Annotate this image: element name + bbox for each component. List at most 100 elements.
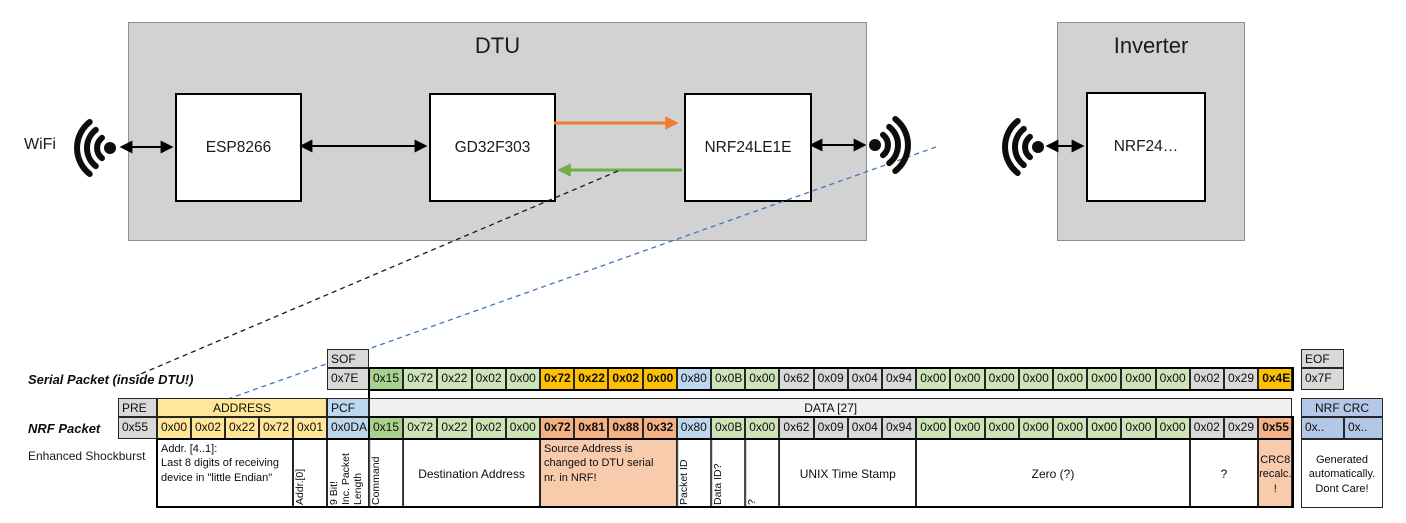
nrf-byte-cell: 0x55 — [1258, 417, 1293, 439]
nrf-byte-cell: 0x0B — [711, 417, 746, 439]
serial-byte-cell: 0x04 — [847, 368, 882, 390]
serial-sof-value: 0x7E — [327, 368, 369, 390]
serial-byte-cell: 0x02 — [471, 368, 506, 390]
annotation-source-address: Source Address is changed to DTU serial … — [540, 439, 677, 508]
nrf-crc-header: NRF CRC — [1301, 398, 1383, 417]
nrf-pcf-header: PCF — [327, 398, 369, 417]
serial-byte-cell: 0x62 — [779, 368, 814, 390]
nrf-byte-cell: 0x09 — [813, 417, 848, 439]
chip-esp8266: ESP8266 — [175, 93, 302, 202]
serial-byte-cell: 0x02 — [1189, 368, 1224, 390]
serial-byte-cell: 0x4E — [1258, 368, 1293, 390]
annotation-question2: ? — [1189, 439, 1259, 508]
serial-byte-cell: 0x00 — [505, 368, 540, 390]
chip-nrf24-inverter-label: NRF24… — [1113, 138, 1179, 155]
chip-nrf24-inverter: NRF24… — [1086, 92, 1206, 202]
serial-packet-label: Serial Packet (inside DTU!) — [28, 372, 194, 387]
serial-byte-cell: 0x00 — [1018, 368, 1053, 390]
nrf-byte-cell: 0x62 — [779, 417, 814, 439]
chip-esp8266-label: ESP8266 — [205, 138, 272, 156]
serial-byte-cell: 0x00 — [1087, 368, 1122, 390]
nrf-address-byte-cell: 0x00 — [157, 417, 191, 439]
nrf-byte-cell: 0x15 — [369, 417, 404, 439]
nrf-byte-cell: 0x29 — [1224, 417, 1259, 439]
serial-byte-cell: 0x15 — [369, 368, 404, 390]
nrf-byte-cell: 0x00 — [950, 417, 985, 439]
wifi-signal-icon-dtu-right — [869, 116, 911, 174]
nrf-byte-cell: 0x00 — [745, 417, 780, 439]
annotation-addr41: Addr. [4..1]: Last 8 digits of receiving… — [157, 439, 293, 508]
serial-byte-cell: 0x80 — [676, 368, 711, 390]
nrf-address-byte-cell: 0x22 — [225, 417, 259, 439]
annotation-packet-id: Packet ID — [676, 439, 711, 508]
nrf-address-byte-cell: 0x01 — [293, 417, 327, 439]
wifi-signal-icon-inverter — [1002, 118, 1044, 176]
serial-byte-cell: 0x09 — [813, 368, 848, 390]
serial-byte-cell: 0x00 — [984, 368, 1019, 390]
nrf-byte-cell: 0x00 — [1087, 417, 1122, 439]
nrf-pre-header: PRE — [118, 398, 157, 417]
annotation-crc8-recalc: CRC8 recalc. ! — [1258, 439, 1293, 508]
nrf-packet-label: NRF Packet — [28, 421, 101, 436]
serial-byte-cell: 0x00 — [950, 368, 985, 390]
chip-nrf24le1e-label: NRF24LE1E — [704, 138, 792, 156]
serial-byte-cell: 0x72 — [540, 368, 575, 390]
nrf-byte-cell: 0x32 — [642, 417, 677, 439]
nrf-byte-cell: 0x88 — [608, 417, 643, 439]
serial-byte-cell: 0x00 — [1121, 368, 1156, 390]
nrf-byte-cell: 0x02 — [471, 417, 506, 439]
annotation-command: Command — [369, 439, 404, 508]
nrf-byte-cell: 0x02 — [1189, 417, 1224, 439]
annotation-question1: ? — [745, 439, 780, 508]
nrf-pre-value: 0x55 — [118, 417, 157, 439]
nrf-byte-cell: 0x80 — [676, 417, 711, 439]
inverter-title: Inverter — [1113, 33, 1189, 58]
serial-byte-cell: 0x00 — [745, 368, 780, 390]
serial-byte-cell: 0x02 — [608, 368, 643, 390]
serial-eof-header: EOF — [1301, 349, 1344, 368]
serial-sof-header: SOF — [327, 349, 369, 368]
nrf-pcf-value: 0x0DA — [327, 417, 369, 439]
nrf-byte-cell: 0x72 — [540, 417, 575, 439]
enhanced-shockburst-label: Enhanced Shockburst — [28, 449, 146, 463]
nrf-data-header: DATA [27] — [369, 398, 1293, 417]
nrf-crc-byte-cell: 0x.. — [1344, 417, 1383, 439]
nrf-address-byte-cell: 0x02 — [191, 417, 225, 439]
nrf-byte-cell: 0x00 — [1018, 417, 1053, 439]
serial-byte-cell: 0x94 — [882, 368, 917, 390]
serial-eof-value: 0x7F — [1301, 368, 1344, 390]
nrf-byte-cell: 0x00 — [916, 417, 951, 439]
nrf-byte-cell: 0x81 — [574, 417, 609, 439]
nrf-byte-cell: 0x00 — [984, 417, 1019, 439]
nrf-byte-cell: 0x00 — [1121, 417, 1156, 439]
nrf-byte-cell: 0x00 — [1053, 417, 1088, 439]
serial-byte-cell: 0x22 — [437, 368, 472, 390]
annotation-addr0: Addr.[0] — [293, 439, 327, 508]
serial-byte-cell: 0x00 — [1155, 368, 1190, 390]
annotation-data-id: Data ID? — [711, 439, 746, 508]
annotation-zero: Zero (?) — [916, 439, 1190, 508]
annotation-destination-address: Destination Address — [403, 439, 540, 508]
serial-byte-cell: 0x0B — [711, 368, 746, 390]
wifi-signal-icon-left — [74, 119, 116, 177]
nrf-address-byte-cell: 0x72 — [259, 417, 293, 439]
serial-byte-cell: 0x00 — [1053, 368, 1088, 390]
nrf-byte-cell: 0x94 — [882, 417, 917, 439]
dtu-title: DTU — [474, 33, 521, 58]
annotation-pcf-note: 9 Bit! Inc. Packet Length — [327, 439, 369, 508]
nrf-byte-cell: 0x22 — [437, 417, 472, 439]
serial-byte-cell: 0x72 — [403, 368, 438, 390]
nrf-byte-cell: 0x04 — [847, 417, 882, 439]
wifi-label: WiFi — [24, 136, 56, 153]
nrf-byte-cell: 0x72 — [403, 417, 438, 439]
chip-nrf24le1e: NRF24LE1E — [684, 93, 812, 202]
serial-byte-cell: 0x29 — [1224, 368, 1259, 390]
serial-byte-cell: 0x00 — [916, 368, 951, 390]
nrf-crc-byte-cell: 0x.. — [1301, 417, 1344, 439]
serial-byte-cell: 0x22 — [574, 368, 609, 390]
annotation-nrf-crc-note: Generated automatically. Dont Care! — [1301, 439, 1383, 508]
nrf-byte-cell: 0x00 — [505, 417, 540, 439]
nrf-byte-cell: 0x00 — [1155, 417, 1190, 439]
chip-gd32f303: GD32F303 — [429, 93, 556, 202]
